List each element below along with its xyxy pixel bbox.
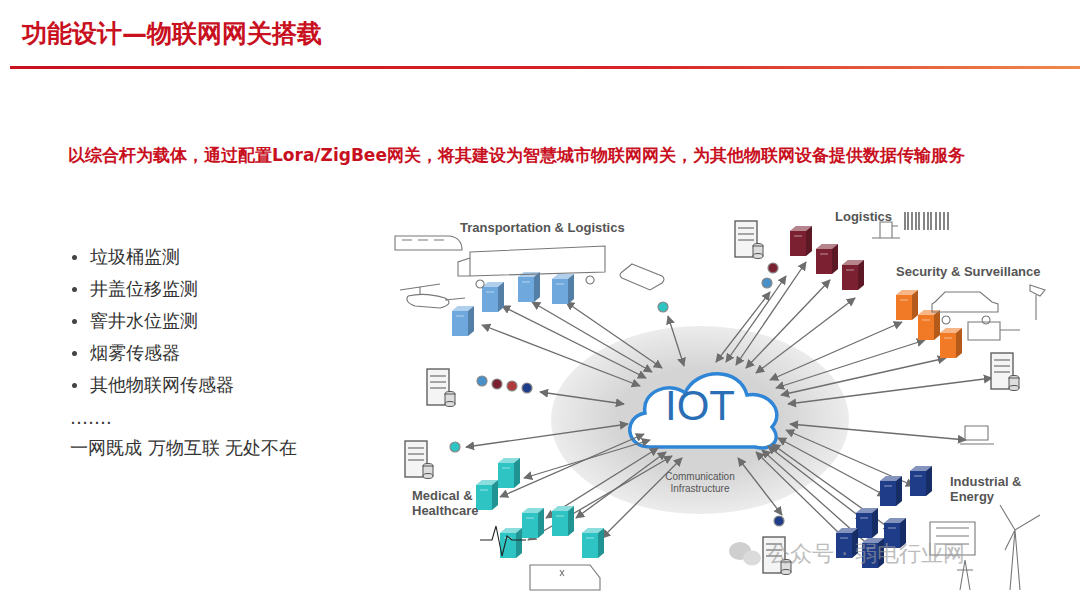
device-cube (518, 272, 540, 302)
device-cube (500, 528, 522, 558)
bullet-item: 窨井水位监测 (90, 309, 198, 333)
device-cube (498, 458, 520, 488)
train-sketch (395, 236, 462, 250)
device-cube (816, 244, 838, 274)
category-label: Medical & Healthcare (412, 488, 492, 518)
status-dot (658, 302, 668, 312)
laptop-sketch (960, 426, 994, 444)
truck-sketch (458, 246, 605, 288)
server-icon (991, 353, 1019, 391)
status-dot (507, 381, 517, 391)
status-dot (774, 516, 784, 526)
category-label: Security & Surveillance (896, 264, 1046, 279)
status-dot (768, 263, 778, 273)
device-cube (790, 226, 812, 256)
watermark-icon (729, 542, 761, 566)
server-icon (735, 221, 763, 259)
server-icon (405, 441, 433, 479)
device-cube (482, 282, 504, 312)
connector-arrows (466, 262, 992, 548)
subtitle-text: 以综合杆为载体，通过配置Lora/ZigBee网关，将其建设为智慧城市物联网网关… (68, 138, 1028, 172)
device-cube (452, 306, 474, 336)
bullet-dot (72, 351, 77, 356)
device-cubes (452, 226, 962, 568)
device-cube (552, 274, 574, 304)
device-cube (522, 508, 544, 538)
device-sketch (968, 322, 1020, 340)
status-dot (762, 278, 772, 288)
bullet-item: 其他物联网传感器 (90, 373, 234, 397)
ellipsis-text: ……. (70, 406, 112, 430)
bullet-item: 烟雾传感器 (90, 341, 180, 365)
status-dot (492, 379, 502, 389)
device-cube (910, 466, 932, 496)
car-sketch (932, 292, 998, 324)
device-cube (582, 528, 604, 558)
device-cube (552, 506, 574, 536)
infrastructure-text: Communication Infrastructure (640, 471, 760, 495)
device-cube (476, 480, 498, 510)
status-dot (450, 442, 460, 452)
bullet-dot (72, 287, 77, 292)
helicopter-sketch (400, 284, 465, 308)
category-label: Industrial & Energy (950, 474, 1030, 504)
bullet-item: 井盖位移监测 (90, 277, 198, 301)
watermark: 公众号 · 弱电行业网 (768, 539, 965, 569)
slogan-text: 一网既成 万物互联 无处不在 (70, 436, 297, 460)
category-label: Logistics (835, 209, 905, 224)
ambulance-sketch (530, 565, 600, 590)
device-cube (842, 260, 864, 290)
cloud-title: IOT (615, 381, 785, 431)
phone-sketch (620, 264, 664, 290)
category-label: Transportation & Logistics (460, 220, 660, 235)
ecg-sketch (480, 526, 526, 556)
network-ellipse: Communication Infrastructure IOT (550, 325, 850, 515)
slide-title: 功能设计—物联网网关搭载 (22, 17, 322, 50)
bullet-dot (72, 383, 77, 388)
bullet-item: 垃圾桶监测 (90, 245, 180, 269)
vehicle-sketches (395, 222, 1045, 590)
barcode (905, 212, 948, 230)
forklift-sketch (872, 222, 900, 238)
device-cube (940, 328, 962, 358)
title-rule (10, 66, 1080, 69)
bullet-dot (72, 255, 77, 260)
camera-sketch (1030, 285, 1045, 320)
device-cube (918, 310, 940, 340)
wind-turbine-sketch (1000, 505, 1040, 590)
device-cube (856, 508, 878, 538)
status-dot (522, 383, 532, 393)
device-cube (880, 476, 902, 506)
status-dot (477, 376, 487, 386)
server-icon (427, 369, 455, 407)
bullet-dot (72, 319, 77, 324)
device-cube (896, 290, 918, 320)
